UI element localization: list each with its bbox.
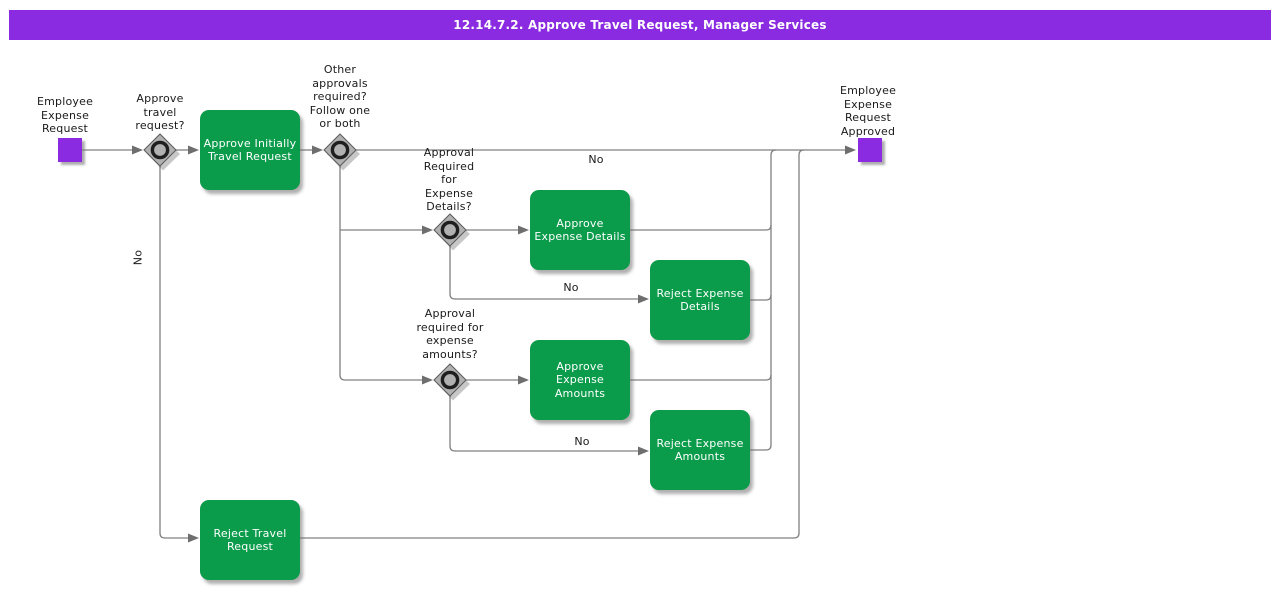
arrowhead-into-reject-details (638, 294, 649, 304)
gateway-approval-details-label: Approval Required for Expense Details? (423, 146, 475, 213)
gateway-approve-travel[interactable] (143, 133, 180, 171)
end-event-square[interactable] (858, 138, 882, 162)
task-approve-expense-amounts[interactable]: Approve Expense Amounts (530, 340, 630, 420)
gateway-approve-travel-label: Approve travel request? (135, 92, 185, 132)
gateway-ring-icon (150, 140, 170, 160)
flow-reject-details-to-merge (750, 294, 772, 301)
edge-label-no-expense-amounts: No (574, 435, 590, 448)
end-event-label: Employee Expense Request Approved (839, 84, 897, 138)
task-approve-expense-details[interactable]: Approve Expense Details (530, 190, 630, 270)
gateway-diamond (143, 133, 177, 167)
flow-reject-travel-to-end (300, 149, 805, 539)
gateway-diamond (323, 133, 357, 167)
gateway-diamond (433, 363, 467, 397)
arrowhead-into-approve-details (518, 225, 529, 235)
gateway-ring-icon (330, 140, 350, 160)
task-approve-initially-travel-request[interactable]: Approve Initially Travel Request (200, 110, 300, 190)
arrowhead-into-gateway-travel (132, 145, 143, 155)
flow-reject-amounts-to-merge (750, 444, 772, 451)
task-reject-expense-details[interactable]: Reject Expense Details (650, 260, 750, 340)
gateway-ring-icon (440, 370, 460, 390)
edge-label-no-travel-request: No (131, 249, 145, 266)
gateway-ring-icon (440, 220, 460, 240)
flow-gateway-details-no-to-reject-details (449, 246, 639, 300)
arrowhead-into-end-event (845, 145, 856, 155)
gateway-approval-details[interactable] (433, 213, 470, 251)
arrowhead-into-reject-travel (188, 533, 199, 543)
gateway-other-approvals[interactable] (323, 133, 360, 171)
task-reject-travel-request[interactable]: Reject Travel Request (200, 500, 300, 580)
gateway-approval-amounts-label: Approval required for expense amounts? (416, 307, 484, 361)
edge-label-no-expense-details: No (563, 281, 579, 294)
diagram-title-bar: 12.14.7.2. Approve Travel Request, Manag… (9, 10, 1271, 40)
diagram-title: 12.14.7.2. Approve Travel Request, Manag… (453, 18, 827, 32)
merge-trunk-to-end (770, 149, 777, 445)
gateway-diamond (433, 213, 467, 247)
flow-approve-details-to-merge (630, 224, 772, 231)
arrowhead-into-gateway-amounts (422, 375, 433, 385)
arrowhead-into-reject-amounts (638, 446, 649, 456)
task-reject-expense-amounts[interactable]: Reject Expense Amounts (650, 410, 750, 490)
flow-gateway-other-down-to-gateway-amounts (339, 166, 423, 381)
arrowhead-into-approve-initially (188, 145, 199, 155)
start-event-square[interactable] (58, 138, 82, 162)
gateway-other-approvals-label: Other approvals required? Follow one or … (309, 63, 371, 130)
flow-approve-amounts-to-merge (630, 374, 772, 381)
arrowhead-into-approve-amounts (518, 375, 529, 385)
flow-gateway-amounts-no-to-reject-amounts (449, 396, 639, 452)
start-event-label: Employee Expense Request (36, 95, 94, 135)
arrowhead-into-gateway-details (422, 225, 433, 235)
gateway-approval-amounts[interactable] (433, 363, 470, 401)
flow-gateway-travel-no-to-reject-travel (159, 166, 189, 539)
edge-label-no-other-approvals: No (588, 153, 604, 166)
arrowhead-into-gateway-other (312, 145, 323, 155)
